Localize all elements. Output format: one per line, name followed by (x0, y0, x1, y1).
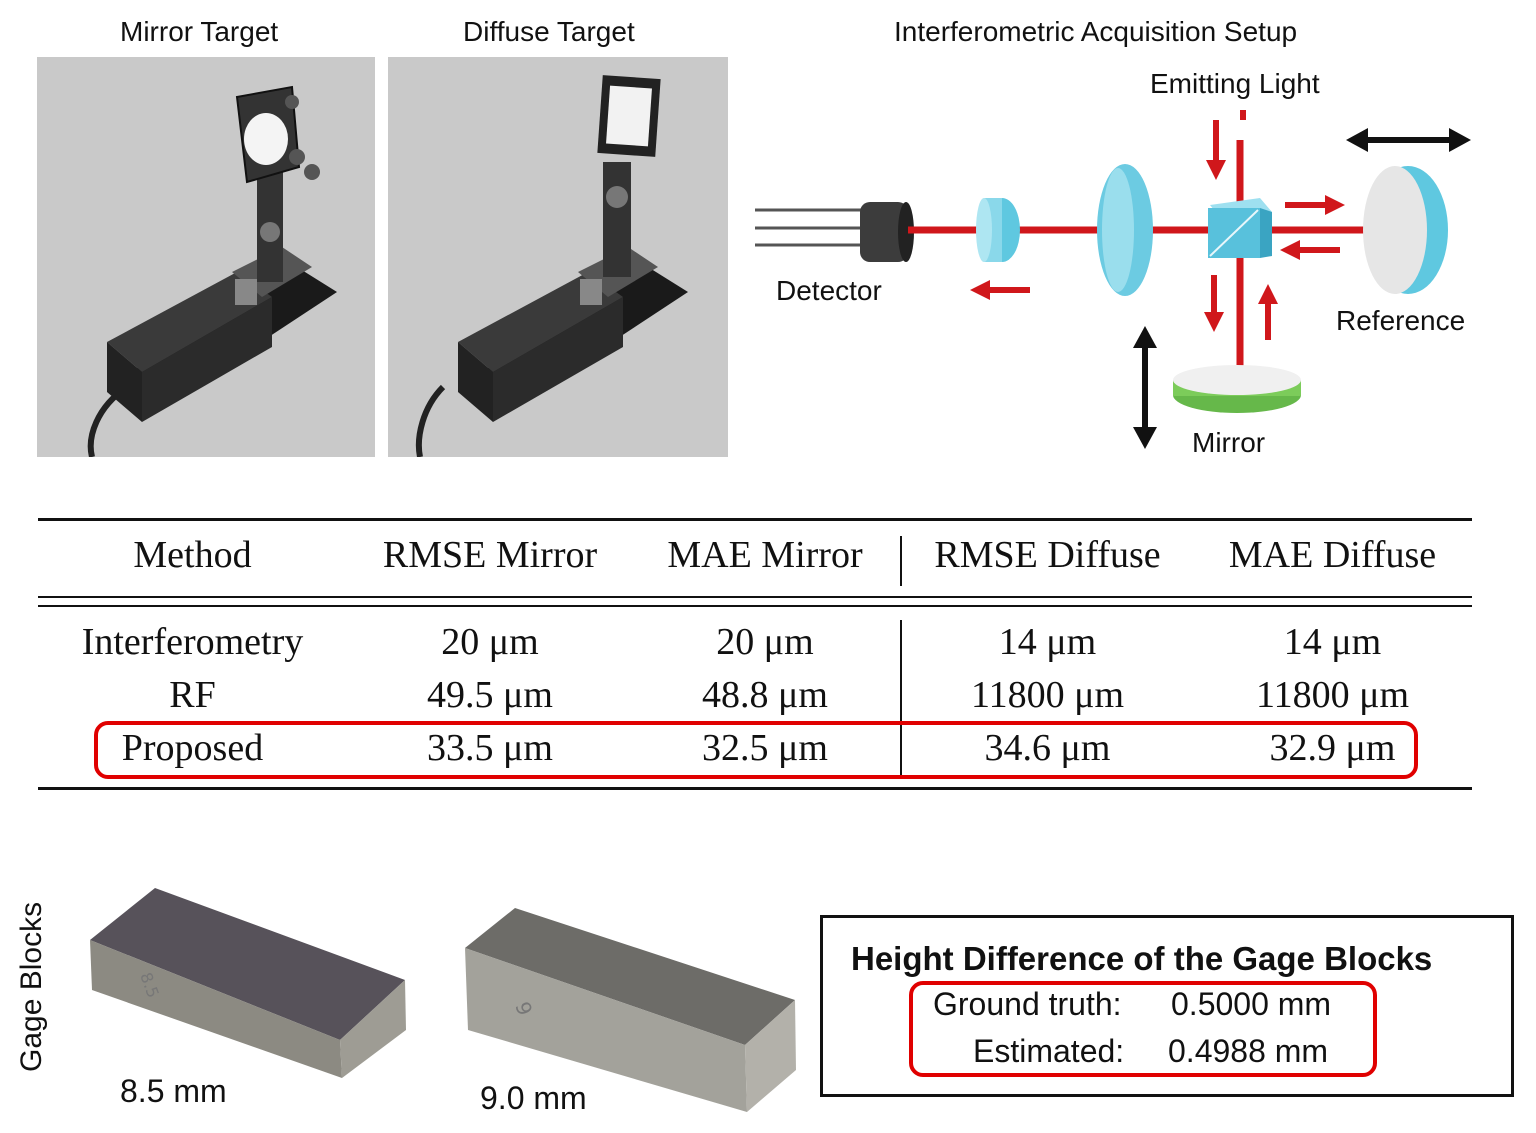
detector-icon (860, 202, 908, 262)
table-cell: 14 μm (998, 621, 1097, 663)
proposed-highlight-box (94, 721, 1418, 779)
mirror-target-title: Mirror Target (120, 16, 279, 47)
block1-label: 8.5 mm (120, 1073, 227, 1109)
header-rmse-diffuse: RMSE Diffuse (934, 534, 1161, 576)
header-divider (900, 536, 902, 586)
body-divider (900, 620, 902, 776)
ground-truth-label: Ground truth: (933, 986, 1122, 1022)
table-header-rule-2 (38, 605, 1472, 607)
table-cell: 32.9 μm (1269, 727, 1396, 769)
table-row-proposed-method: Proposed (121, 727, 264, 769)
table-cell: 33.5 μm (427, 727, 553, 769)
table-cell: 32.5 μm (702, 727, 828, 769)
diffuse-target-photo (388, 57, 728, 457)
table-header-rule-1 (38, 596, 1472, 598)
header-mae-mirror: MAE Mirror (667, 534, 863, 576)
table-top-rule (38, 518, 1472, 521)
table-row-interferometry-method: Interferometry (81, 621, 304, 663)
block2-label: 9.0 mm (480, 1080, 587, 1116)
height-difference-box: Height Difference of the Gage Blocks Gro… (820, 915, 1514, 1097)
table-cell: 11800 μm (970, 674, 1125, 716)
gage-blocks-side-label: Gage Blocks (15, 901, 48, 1072)
table-cell: 11800 μm (1255, 674, 1410, 716)
height-difference-title: Height Difference of the Gage Blocks (851, 940, 1433, 977)
table-cell: 34.6 μm (984, 727, 1111, 769)
diffuse-target-title: Diffuse Target (463, 16, 635, 47)
interferometer-diagram: Emitting Light Detector Reference Mirror (740, 60, 1500, 460)
setup-title: Interferometric Acquisition Setup (894, 16, 1298, 47)
emitting-light-label: Emitting Light (1150, 68, 1320, 99)
table-row-rf-method: RF (169, 674, 216, 716)
reference-label: Reference (1336, 305, 1466, 336)
ground-truth-value: 0.5000 mm (1171, 986, 1332, 1022)
header-method: Method (133, 534, 252, 576)
table-cell: 49.5 μm (427, 674, 553, 716)
header-mae-diffuse: MAE Diffuse (1228, 534, 1437, 576)
header-rmse-mirror: RMSE Mirror (382, 534, 598, 576)
mirror-target-photo (37, 57, 375, 457)
table-cell: 20 μm (441, 621, 539, 663)
table-cell: 20 μm (716, 621, 814, 663)
detector-label: Detector (776, 275, 882, 306)
table-cell: 14 μm (1283, 621, 1382, 663)
mirror-label: Mirror (1192, 427, 1266, 458)
table-cell: 48.8 μm (702, 674, 828, 716)
values-highlight-box (909, 981, 1377, 1077)
estimated-label: Estimated: (973, 1033, 1125, 1069)
table-bottom-rule (38, 787, 1472, 790)
estimated-value: 0.4988 mm (1168, 1033, 1329, 1069)
gage-block-8-5-photo: 8.5 (80, 880, 420, 1080)
gage-block-9-0-photo: 9 (460, 900, 805, 1115)
